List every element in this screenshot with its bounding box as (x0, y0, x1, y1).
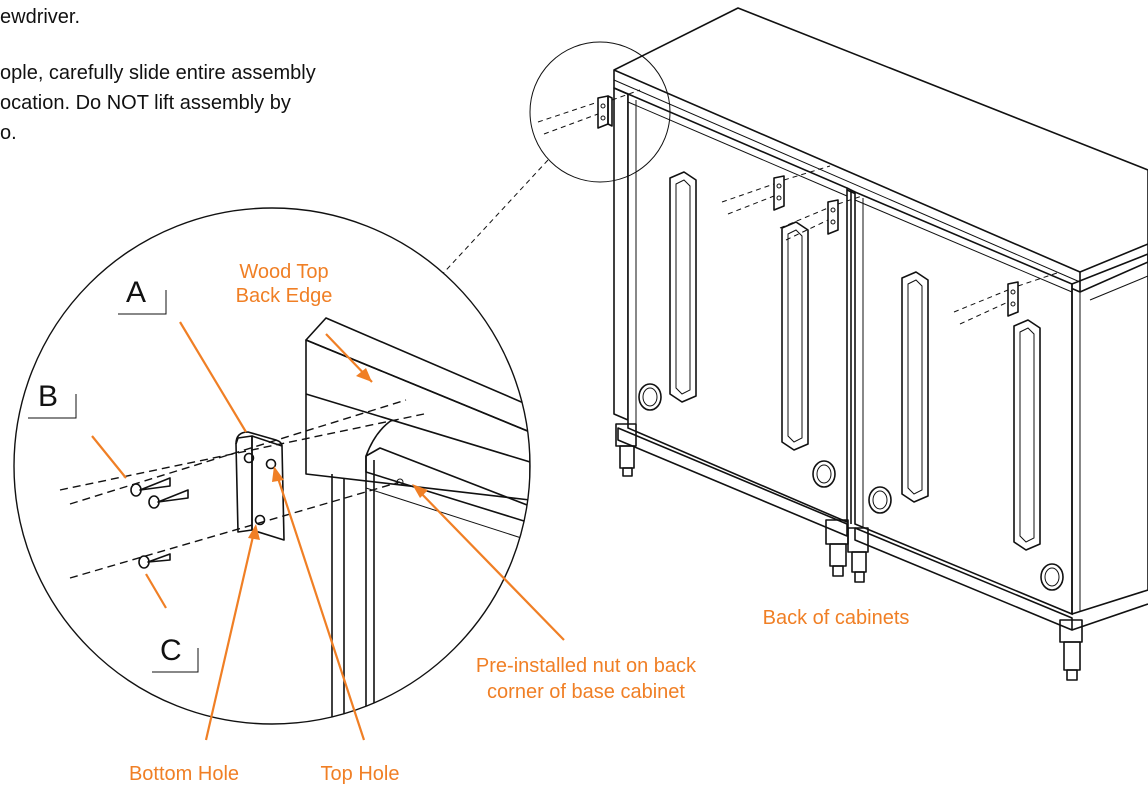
detail-circle-large (13, 207, 531, 725)
letter-c: C (160, 634, 182, 667)
cord-hole-3 (868, 486, 892, 514)
instruction-line-2: ople, carefully slide entire assembly (0, 62, 316, 84)
screw-c (138, 553, 171, 569)
arrowhead-top-hole (272, 466, 284, 482)
label-top-hole: Top Hole (321, 763, 400, 785)
callout-letter-c: C (152, 634, 199, 673)
pre-installed-nut (396, 478, 404, 486)
arrowhead-wood-top (356, 368, 372, 382)
cord-hole-4 (1040, 563, 1064, 591)
label-bottom-hole: Bottom Hole (129, 763, 239, 785)
bracket-plate (235, 431, 285, 541)
handle-4 (1013, 319, 1041, 551)
leader-bottom-hole (204, 531, 256, 741)
leader-top-hole (274, 471, 366, 741)
bracket-top-left (537, 89, 641, 135)
instruction-text: ewdriver. ople, carefully slide entire a… (0, 0, 430, 148)
label-wood-top-line1: Wood Top (239, 261, 328, 283)
instruction-line-4: o. (0, 122, 17, 144)
detail-connector-line (423, 159, 549, 295)
callout-letter-a: A (118, 276, 167, 315)
label-back-of-cabinets: Back of cabinets (763, 607, 910, 629)
letter-b: B (38, 380, 58, 413)
top-hole-marker (265, 458, 277, 470)
leader-a (179, 321, 247, 433)
bracket-middle-2 (779, 195, 863, 241)
screw-a-1 (130, 477, 171, 497)
detail-circle-small (529, 41, 671, 183)
label-wood-top-line2: Back Edge (236, 285, 333, 307)
cabinet-feet (615, 423, 1083, 681)
handle-1 (669, 171, 697, 403)
instruction-line-1: ewdriver. (0, 6, 81, 28)
left-back-panel (627, 92, 848, 524)
cord-hole-2 (812, 460, 836, 488)
cabinet-assembly (529, 7, 1148, 681)
leader-b (91, 435, 127, 479)
cord-hole-1 (638, 383, 662, 411)
label-nut-line2: corner of base cabinet (487, 681, 685, 703)
bottom-hole-marker (254, 514, 266, 526)
bracket-middle-1 (721, 165, 831, 215)
bracket-right (953, 271, 1061, 325)
leader-nut (415, 487, 565, 641)
label-nut-line1: Pre-installed nut on back (476, 655, 697, 677)
letter-a: A (126, 276, 146, 309)
handle-2 (781, 221, 809, 451)
arrowhead-bottom-hole (248, 524, 260, 540)
screw-a-2 (148, 489, 189, 509)
callout-letter-b: B (28, 380, 77, 419)
instruction-line-3: ocation. Do NOT lift assembly by (0, 92, 291, 114)
handle-3 (901, 271, 929, 503)
plate-hole-top-left (243, 452, 255, 464)
arrowhead-nut (412, 484, 428, 498)
leader-c (145, 573, 167, 609)
